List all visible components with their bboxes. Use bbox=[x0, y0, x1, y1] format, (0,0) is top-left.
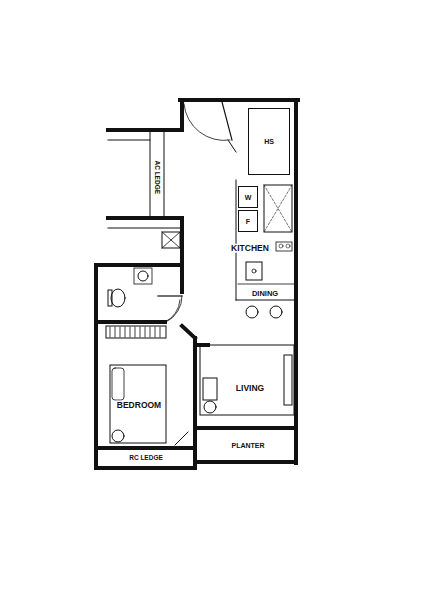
room-label: HS bbox=[264, 138, 274, 145]
room-name: DINING bbox=[251, 290, 279, 298]
room-name: KITCHEN bbox=[230, 244, 270, 253]
planter: PLANTER bbox=[205, 432, 291, 458]
w-box: W bbox=[238, 186, 258, 208]
rc-ledge: RC LEDGE bbox=[100, 451, 192, 466]
f-box: F bbox=[238, 210, 258, 232]
room-label: W bbox=[245, 194, 252, 201]
room-label: F bbox=[246, 218, 250, 225]
room-label: PLANTER bbox=[231, 442, 264, 449]
room-name: BEDROOM bbox=[116, 401, 162, 410]
room-label: RC LEDGE bbox=[129, 455, 163, 462]
room-name: LIVING bbox=[235, 384, 265, 393]
room-label: AC LEDGE bbox=[154, 160, 161, 194]
hs-box: HS bbox=[248, 108, 290, 175]
ac-ledge: AC LEDGE bbox=[151, 142, 163, 212]
